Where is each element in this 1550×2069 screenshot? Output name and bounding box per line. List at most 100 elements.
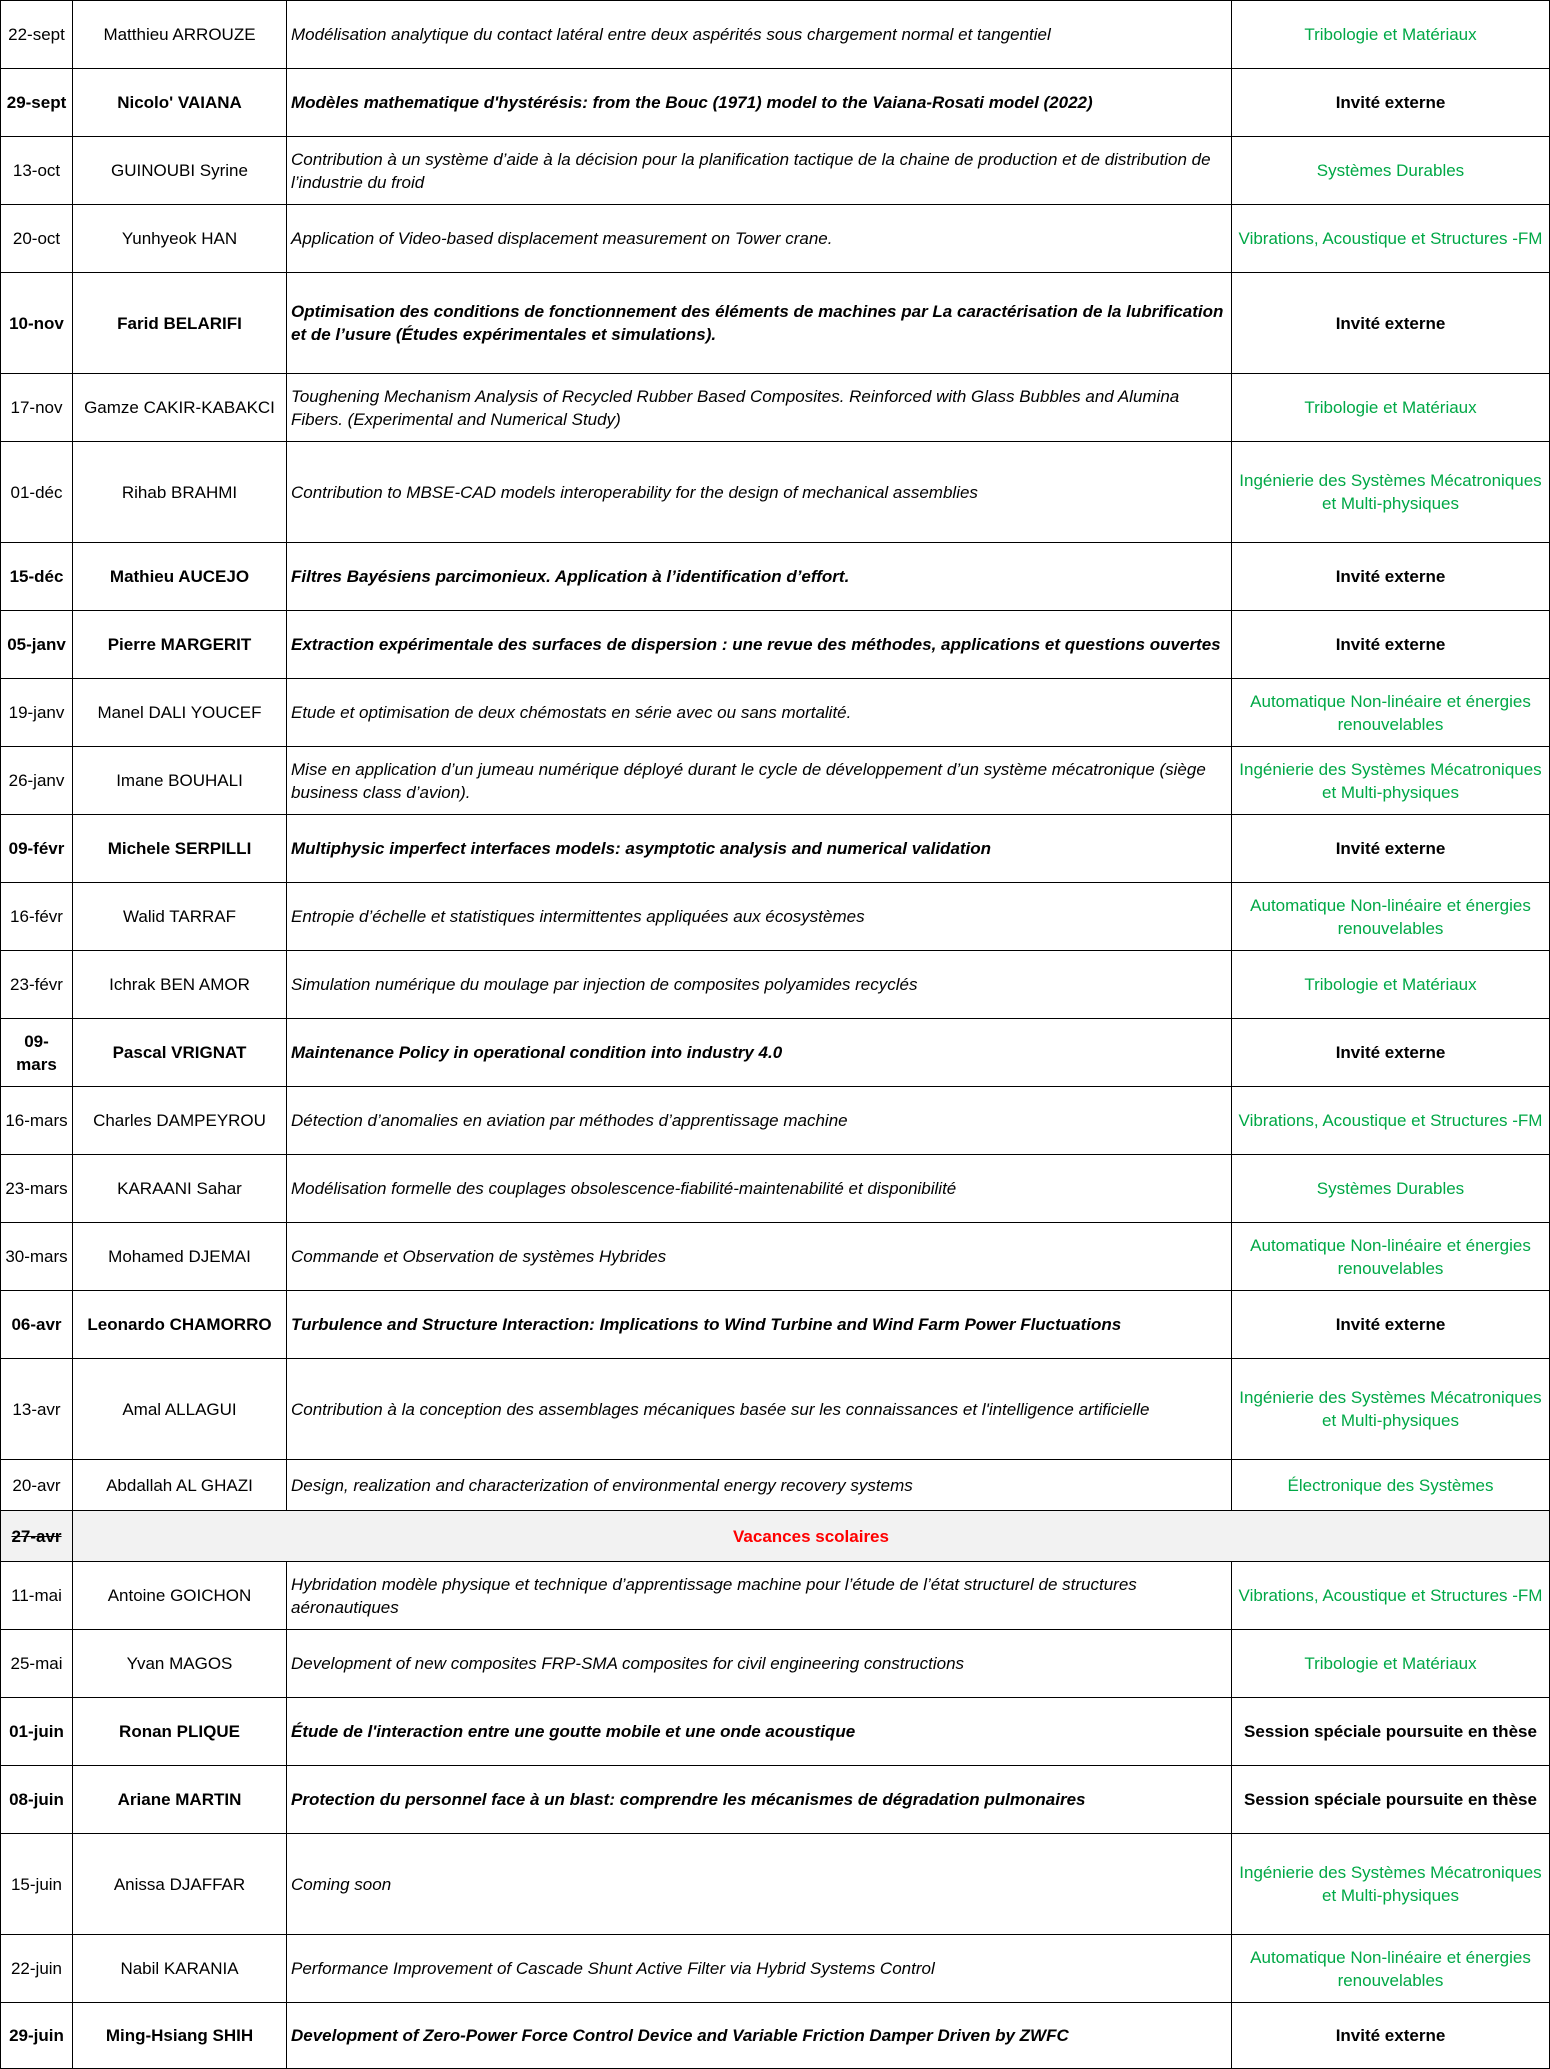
session-date: 20-avr bbox=[0, 1459, 73, 1511]
team-label: Invité externe bbox=[1231, 272, 1550, 374]
team-label: Ingénierie des Systèmes Mécatroniques et… bbox=[1231, 1358, 1550, 1460]
team-label: Invité externe bbox=[1231, 1018, 1550, 1087]
talk-title: Modélisation analytique du contact latér… bbox=[286, 0, 1232, 69]
session-date: 22-juin bbox=[0, 1934, 73, 2003]
session-date: 09-févr bbox=[0, 814, 73, 883]
speaker-name: Ronan PLIQUE bbox=[72, 1697, 287, 1766]
speaker-name: Manel DALI YOUCEF bbox=[72, 678, 287, 747]
team-label: Systèmes Durables bbox=[1231, 136, 1550, 205]
session-date: 06-avr bbox=[0, 1290, 73, 1359]
speaker-name: Pierre MARGERIT bbox=[72, 610, 287, 679]
session-date: 05-janv bbox=[0, 610, 73, 679]
talk-title: Contribution to MBSE-CAD models interope… bbox=[286, 441, 1232, 543]
team-label: Vibrations, Acoustique et Structures -FM bbox=[1231, 1086, 1550, 1155]
speaker-name: Anissa DJAFFAR bbox=[72, 1833, 287, 1935]
speaker-name: KARAANI Sahar bbox=[72, 1154, 287, 1223]
holiday-label: Vacances scolaires bbox=[72, 1510, 1550, 1562]
session-date: 11-mai bbox=[0, 1561, 73, 1630]
talk-title: Entropie d’échelle et statistiques inter… bbox=[286, 882, 1232, 951]
session-date: 13-oct bbox=[0, 136, 73, 205]
team-label: Tribologie et Matériaux bbox=[1231, 0, 1550, 69]
talk-title: Détection d’anomalies en aviation par mé… bbox=[286, 1086, 1232, 1155]
session-date: 29-sept bbox=[0, 68, 73, 137]
session-date: 01-déc bbox=[0, 441, 73, 543]
talk-title: Filtres Bayésiens parcimonieux. Applicat… bbox=[286, 542, 1232, 611]
speaker-name: Nicolo' VAIANA bbox=[72, 68, 287, 137]
team-label: Automatique Non-linéaire et énergies ren… bbox=[1231, 678, 1550, 747]
talk-title: Toughening Mechanism Analysis of Recycle… bbox=[286, 373, 1232, 442]
team-label: Automatique Non-linéaire et énergies ren… bbox=[1231, 1222, 1550, 1291]
team-label: Automatique Non-linéaire et énergies ren… bbox=[1231, 882, 1550, 951]
talk-title: Etude et optimisation de deux chémostats… bbox=[286, 678, 1232, 747]
session-date: 09-mars bbox=[0, 1018, 73, 1087]
team-label: Vibrations, Acoustique et Structures -FM bbox=[1231, 204, 1550, 273]
speaker-name: Ariane MARTIN bbox=[72, 1765, 287, 1834]
speaker-name: Charles DAMPEYROU bbox=[72, 1086, 287, 1155]
talk-title: Mise en application d’un jumeau numériqu… bbox=[286, 746, 1232, 815]
session-date: 16-mars bbox=[0, 1086, 73, 1155]
speaker-name: Nabil KARANIA bbox=[72, 1934, 287, 2003]
talk-title: Hybridation modèle physique et technique… bbox=[286, 1561, 1232, 1630]
talk-title: Optimisation des conditions de fonctionn… bbox=[286, 272, 1232, 374]
session-date: 17-nov bbox=[0, 373, 73, 442]
talk-title: Coming soon bbox=[286, 1833, 1232, 1935]
talk-title: Étude de l'interaction entre une goutte … bbox=[286, 1697, 1232, 1766]
talk-title: Performance Improvement of Cascade Shunt… bbox=[286, 1934, 1232, 2003]
talk-title: Design, realization and characterization… bbox=[286, 1459, 1232, 1511]
speaker-name: Matthieu ARROUZE bbox=[72, 0, 287, 69]
team-label: Invité externe bbox=[1231, 814, 1550, 883]
session-date: 08-juin bbox=[0, 1765, 73, 1834]
talk-title: Maintenance Policy in operational condit… bbox=[286, 1018, 1232, 1087]
session-date: 25-mai bbox=[0, 1629, 73, 1698]
speaker-name: Pascal VRIGNAT bbox=[72, 1018, 287, 1087]
speaker-name: Antoine GOICHON bbox=[72, 1561, 287, 1630]
talk-title: Modèles mathematique d'hystérésis: from … bbox=[286, 68, 1232, 137]
session-date: 22-sept bbox=[0, 0, 73, 69]
talk-title: Simulation numérique du moulage par inje… bbox=[286, 950, 1232, 1019]
session-date: 16-févr bbox=[0, 882, 73, 951]
session-date: 19-janv bbox=[0, 678, 73, 747]
talk-title: Extraction expérimentale des surfaces de… bbox=[286, 610, 1232, 679]
speaker-name: Amal ALLAGUI bbox=[72, 1358, 287, 1460]
team-label: Session spéciale poursuite en thèse bbox=[1231, 1765, 1550, 1834]
session-date: 15-déc bbox=[0, 542, 73, 611]
session-date: 23-mars bbox=[0, 1154, 73, 1223]
session-date: 30-mars bbox=[0, 1222, 73, 1291]
team-label: Vibrations, Acoustique et Structures -FM bbox=[1231, 1561, 1550, 1630]
speaker-name: Walid TARRAF bbox=[72, 882, 287, 951]
speaker-name: Ming-Hsiang SHIH bbox=[72, 2002, 287, 2069]
team-label: Invité externe bbox=[1231, 610, 1550, 679]
session-date: 29-juin bbox=[0, 2002, 73, 2069]
session-date: 26-janv bbox=[0, 746, 73, 815]
speaker-name: Mathieu AUCEJO bbox=[72, 542, 287, 611]
team-label: Invité externe bbox=[1231, 1290, 1550, 1359]
team-label: Session spéciale poursuite en thèse bbox=[1231, 1697, 1550, 1766]
speaker-name: Yvan MAGOS bbox=[72, 1629, 287, 1698]
team-label: Ingénierie des Systèmes Mécatroniques et… bbox=[1231, 746, 1550, 815]
speaker-name: Yunhyeok HAN bbox=[72, 204, 287, 273]
talk-title: Contribution à la conception des assembl… bbox=[286, 1358, 1232, 1460]
team-label: Tribologie et Matériaux bbox=[1231, 373, 1550, 442]
session-date: 01-juin bbox=[0, 1697, 73, 1766]
team-label: Ingénierie des Systèmes Mécatroniques et… bbox=[1231, 441, 1550, 543]
speaker-name: Mohamed DJEMAI bbox=[72, 1222, 287, 1291]
